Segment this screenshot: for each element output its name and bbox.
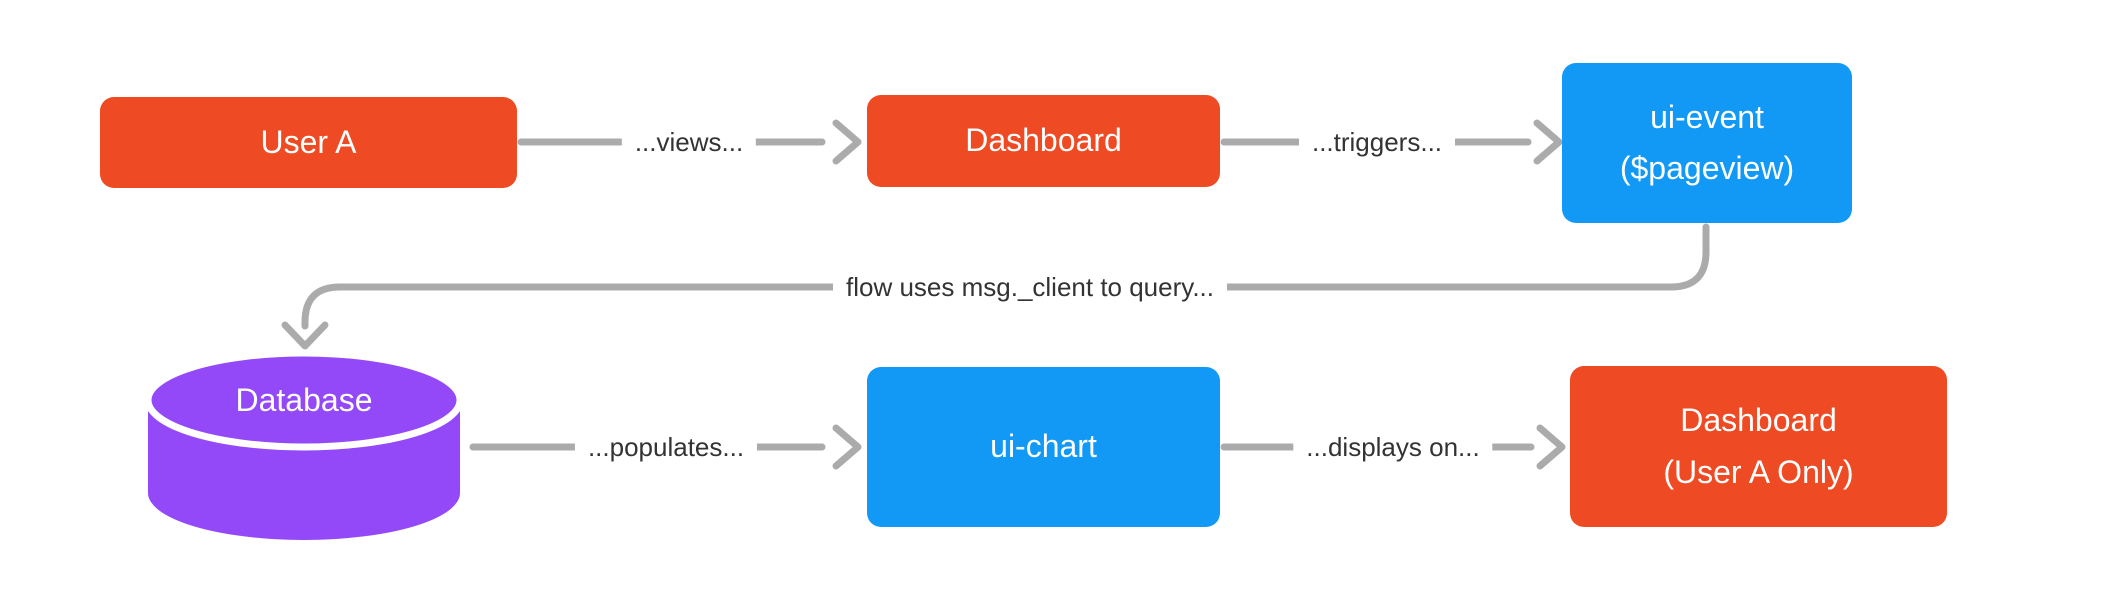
database-cylinder-top [144, 349, 464, 451]
edge-populates-label: ...populates... [574, 430, 758, 464]
arrowhead-down-icon [281, 321, 329, 350]
arrowhead-right-icon [1533, 119, 1563, 165]
edge-triggers-label: ...triggers... [1298, 125, 1456, 159]
node-ui-event-label-line1: ui-event [1650, 98, 1764, 135]
edge-views-label: ...views... [621, 125, 757, 159]
database-cylinder-body [148, 400, 460, 540]
node-ui-event: ui-event ($pageview) [1562, 63, 1852, 223]
arrowhead-right-icon [832, 119, 862, 165]
node-dashboard-user-a-only: Dashboard (User A Only) [1570, 366, 1947, 527]
node-ui-chart-label: ui-chart [990, 428, 1097, 465]
arrowhead-right-icon [832, 424, 862, 470]
node-dashboard: Dashboard [867, 95, 1220, 187]
edge-query-label: flow uses msg._client to query... [832, 270, 1228, 304]
node-dashboard-user-a-only-label-line1: Dashboard [1680, 402, 1837, 439]
node-dashboard-user-a-only-label-line2: (User A Only) [1663, 453, 1854, 490]
node-database-label: Database [235, 382, 373, 418]
node-user-a-label: User A [260, 123, 357, 160]
node-user-a: User A [100, 97, 517, 188]
arrowhead-right-icon [1536, 424, 1566, 470]
edge-displays-on-label: ...displays on... [1293, 430, 1493, 464]
node-ui-chart: ui-chart [867, 367, 1220, 527]
node-dashboard-label: Dashboard [965, 122, 1122, 159]
node-ui-event-label-line2: ($pageview) [1619, 150, 1795, 186]
database-cylinder-icon [144, 349, 464, 540]
